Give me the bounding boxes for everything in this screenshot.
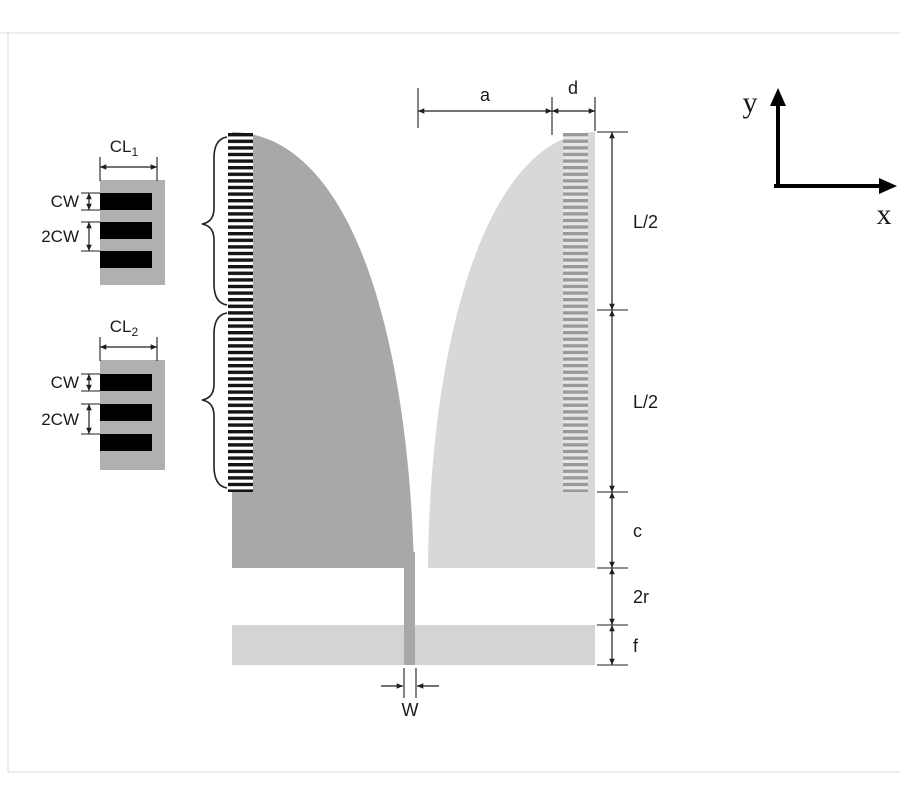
antenna-body xyxy=(228,132,595,665)
c-label: c xyxy=(633,521,642,541)
w-label: W xyxy=(402,700,419,720)
top-dimensions: a d xyxy=(417,78,596,135)
right-fin xyxy=(428,132,595,568)
cw1-label: CW xyxy=(51,192,79,211)
y-axis-arrowhead-icon xyxy=(770,88,786,106)
a-label: a xyxy=(480,85,491,105)
coordinate-axes: y x xyxy=(743,86,897,231)
corrugation-slot xyxy=(100,193,152,210)
left-corrugation xyxy=(228,133,253,492)
brace-top-corrugation xyxy=(201,136,228,306)
l-half-1-label: L/2 xyxy=(633,212,658,232)
d-label: d xyxy=(568,78,578,98)
two-r-label: 2r xyxy=(633,587,649,607)
feed-stem xyxy=(404,552,415,665)
corrugation-slot xyxy=(100,222,152,239)
corrugation-slot xyxy=(100,404,152,421)
brace-bottom-corrugation xyxy=(201,312,228,489)
l-half-2-label: L/2 xyxy=(633,392,658,412)
x-axis-label: x xyxy=(877,198,892,231)
y-axis-label: y xyxy=(743,86,758,119)
f-label: f xyxy=(633,636,639,656)
cl1-label: CL1 xyxy=(110,137,139,159)
cw2-label: CW xyxy=(51,373,79,392)
corrugation-slot xyxy=(100,374,152,391)
w-dimension: W xyxy=(381,668,439,720)
right-corrugation xyxy=(563,133,588,492)
left-fin xyxy=(232,132,414,568)
inset-cl2: CL2 CW 2CW xyxy=(41,317,165,470)
corrugation-slot xyxy=(100,434,152,451)
two-cw2-label: 2CW xyxy=(41,410,79,429)
two-cw1-label: 2CW xyxy=(41,227,79,246)
cl2-label: CL2 xyxy=(110,317,139,339)
x-axis-arrowhead-icon xyxy=(879,178,897,194)
inset-cl1: CL1 CW 2CW xyxy=(41,137,165,285)
right-dimensions: L/2 L/2 c 2r f xyxy=(597,131,658,666)
corrugation-slot xyxy=(100,251,152,268)
